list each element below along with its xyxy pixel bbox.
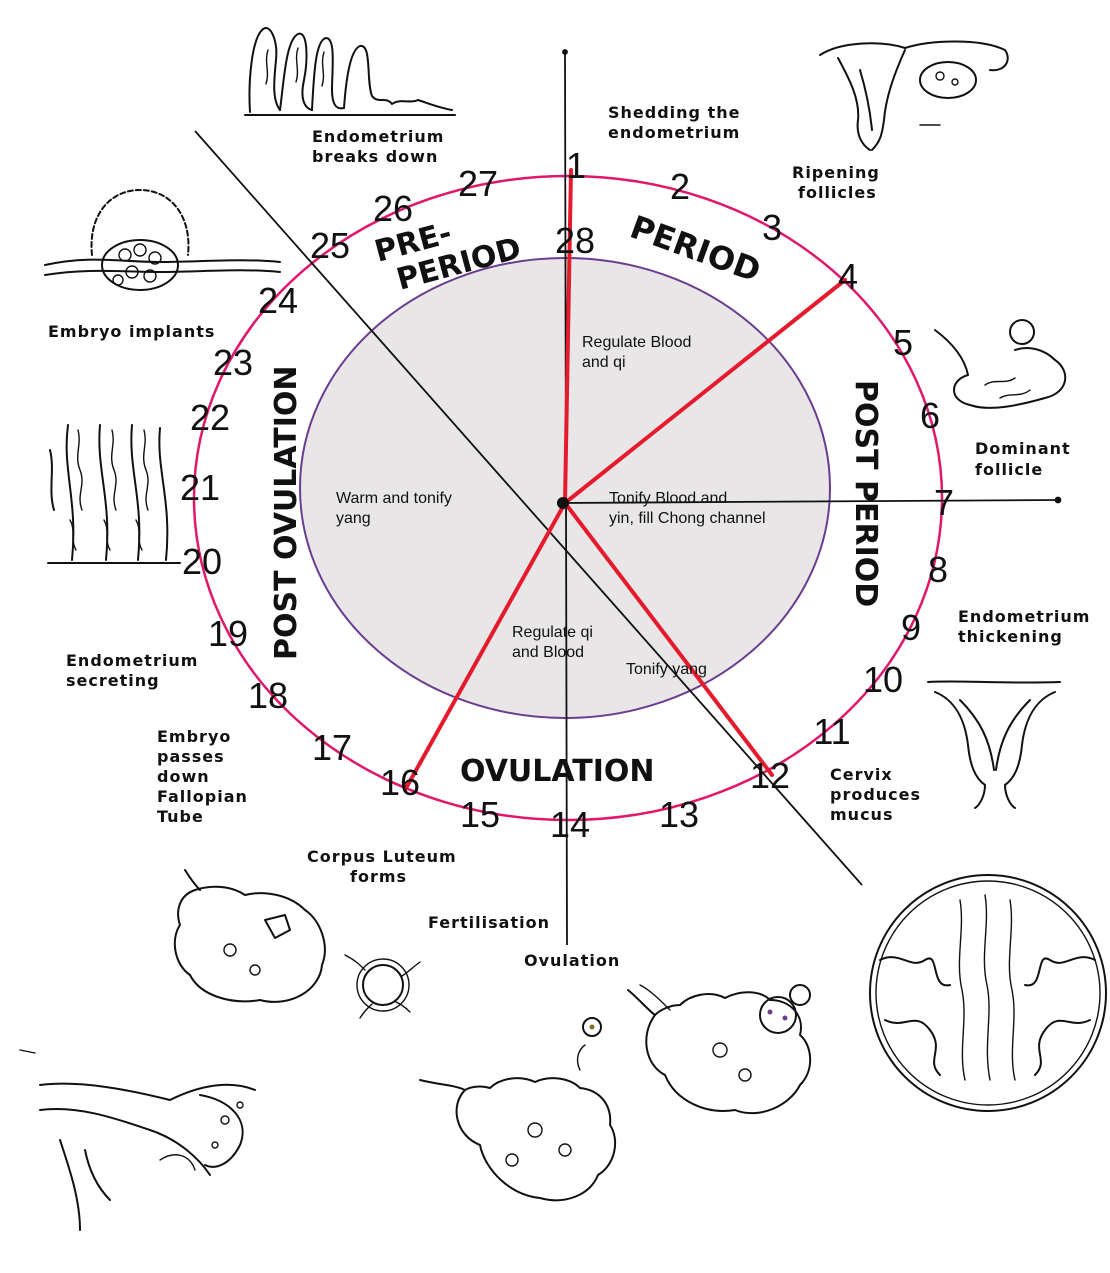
inner-warm-tonify-2: yang bbox=[336, 510, 371, 527]
caption-embryo-passes-3: down bbox=[157, 767, 210, 786]
inner-tonify-blood-yin-2: yin, fill Chong channel bbox=[609, 510, 766, 527]
day-22: 22 bbox=[190, 397, 230, 438]
inner-regulate-qi-blood-2: and Blood bbox=[512, 644, 584, 661]
caption-ripening-2: follicles bbox=[798, 183, 877, 202]
caption-breaks-1: Endometrium bbox=[312, 127, 444, 146]
caption-thickening-2: thickening bbox=[958, 627, 1063, 646]
caption-thickening-1: Endometrium bbox=[958, 607, 1090, 626]
inner-regulate-qi-blood-1: Regulate qi bbox=[512, 624, 593, 641]
day-28: 28 bbox=[555, 220, 595, 261]
ovulating-ovary-icon bbox=[420, 1018, 615, 1200]
day-14: 14 bbox=[550, 804, 590, 845]
day-13: 13 bbox=[659, 794, 699, 835]
fertilised-egg-icon bbox=[345, 955, 420, 1018]
day-20: 20 bbox=[182, 541, 222, 582]
center-hub bbox=[557, 497, 569, 509]
endometrium-breakdown-icon bbox=[245, 28, 455, 115]
day-18: 18 bbox=[248, 675, 288, 716]
inner-tonify-blood-yin-1: Tonify Blood and bbox=[609, 490, 727, 507]
day-12: 12 bbox=[750, 755, 790, 796]
ovary-follicle-icon bbox=[628, 985, 810, 1113]
caption-secreting-2: secreting bbox=[66, 671, 160, 690]
caption-ripening-1: Ripening bbox=[792, 163, 880, 182]
day-3: 3 bbox=[762, 207, 782, 248]
caption-breaks-2: breaks down bbox=[312, 147, 438, 166]
day-1: 1 bbox=[566, 145, 586, 186]
phase-post-ovulation: POST OVULATION bbox=[269, 365, 304, 660]
inner-regulate-blood-qi-2: and qi bbox=[582, 354, 626, 371]
day-17: 17 bbox=[312, 727, 352, 768]
day-10: 10 bbox=[863, 659, 903, 700]
phase-post-period: POST PERIOD bbox=[848, 380, 883, 607]
day-24: 24 bbox=[258, 280, 298, 321]
caption-shedding-1: Shedding the bbox=[608, 103, 740, 122]
caption-dominant-1: Dominant bbox=[975, 439, 1071, 458]
caption-corpus-1: Corpus Luteum bbox=[307, 847, 457, 866]
day-5: 5 bbox=[893, 322, 913, 363]
stray-mark bbox=[20, 1050, 35, 1053]
inner-tonify-yang: Tonify yang bbox=[626, 661, 707, 678]
day-4: 4 bbox=[838, 256, 858, 297]
phase-ovulation: OVULATION bbox=[460, 754, 655, 789]
cervix-mucus-icon bbox=[870, 875, 1106, 1111]
caption-ovulation: Ovulation bbox=[524, 951, 620, 970]
embryo-implant-icon bbox=[45, 190, 280, 290]
day-7: 7 bbox=[934, 482, 954, 523]
caption-implants: Embryo implants bbox=[48, 322, 215, 341]
day-16: 16 bbox=[380, 762, 420, 803]
dominant-follicle-icon bbox=[935, 320, 1065, 408]
day-21: 21 bbox=[180, 467, 220, 508]
caption-embryo-passes-2: passes bbox=[157, 747, 225, 766]
caption-shedding-2: endometrium bbox=[608, 123, 740, 142]
caption-fertilisation: Fertilisation bbox=[428, 913, 550, 932]
caption-embryo-passes-4: Fallopian bbox=[157, 787, 248, 806]
inner-warm-tonify-1: Warm and tonify bbox=[336, 490, 452, 507]
day-9: 9 bbox=[901, 607, 921, 648]
corpus-luteum-icon bbox=[175, 870, 325, 1002]
caption-cervix-2: produces bbox=[830, 785, 921, 804]
caption-cervix-1: Cervix bbox=[830, 765, 893, 784]
day-27: 27 bbox=[458, 163, 498, 204]
caption-cervix-3: mucus bbox=[830, 805, 893, 824]
day-2: 2 bbox=[670, 166, 690, 207]
day-11: 11 bbox=[813, 711, 850, 752]
day-8: 8 bbox=[928, 549, 948, 590]
caption-embryo-passes-5: Tube bbox=[157, 807, 204, 826]
day-15: 15 bbox=[460, 794, 500, 835]
secretory-endometrium-icon bbox=[48, 425, 180, 563]
uterus-ripening-icon bbox=[820, 42, 1008, 151]
fallopian-tube-icon bbox=[40, 1084, 255, 1230]
day-23: 23 bbox=[213, 342, 253, 383]
day-19: 19 bbox=[208, 613, 248, 654]
day-26: 26 bbox=[373, 188, 413, 229]
day-6: 6 bbox=[920, 395, 940, 436]
caption-dominant-2: follicle bbox=[975, 460, 1043, 479]
inner-regulate-blood-qi-1: Regulate Blood bbox=[582, 334, 691, 351]
day-25: 25 bbox=[310, 225, 350, 266]
uterus-thickening-icon bbox=[928, 681, 1060, 808]
caption-secreting-1: Endometrium bbox=[66, 651, 198, 670]
caption-embryo-passes-1: Embryo bbox=[157, 727, 231, 746]
caption-corpus-2: forms bbox=[350, 867, 407, 886]
